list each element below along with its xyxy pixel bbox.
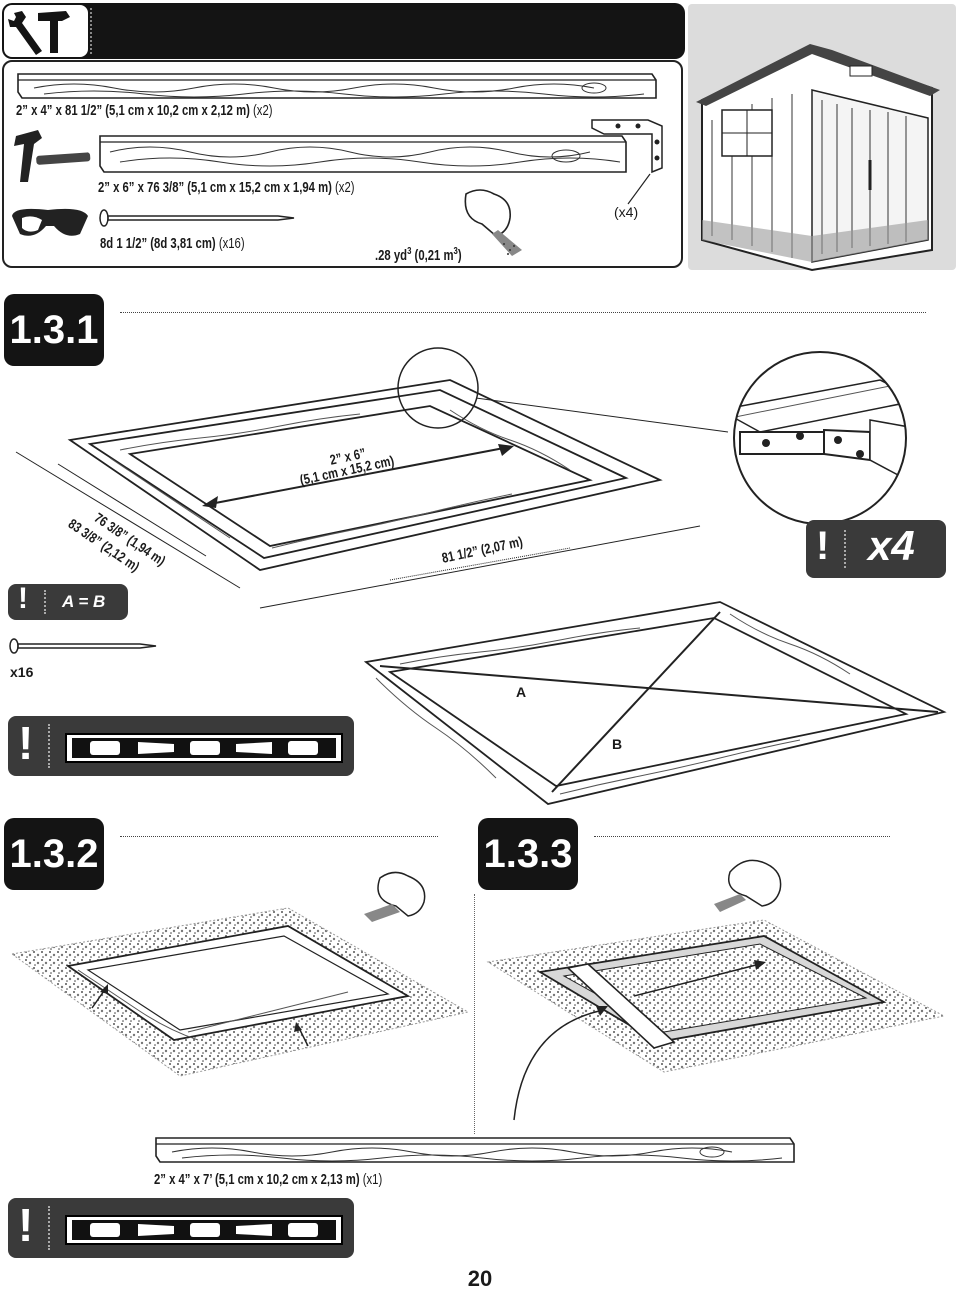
section-tab-1-3-3: 1.3.3 <box>478 818 578 890</box>
spirit-level-icon <box>65 733 343 763</box>
board-2x4-long-image <box>17 73 657 99</box>
warning-divider <box>844 530 848 568</box>
board-2x4-7ft-label: 2” x 4” x 7’ (5,1 cm x 10,2 cm x 2,13 m)… <box>154 1172 383 1188</box>
warning-icon: ! <box>18 717 34 769</box>
nail-icon <box>9 638 157 654</box>
nail-label: 8d 1 1/2” (8d 3,81 cm) (x16) <box>100 236 245 252</box>
safety-goggles-icon <box>12 208 88 236</box>
level-warning-box: ! <box>8 716 354 776</box>
corner-bracket-zoom <box>733 351 907 525</box>
a-equals-b-text: A = B <box>62 592 106 611</box>
section-divider-1-3-2 <box>120 836 438 837</box>
warning-divider <box>44 590 48 614</box>
header-bar <box>2 3 685 59</box>
board-2x6-image <box>99 135 627 173</box>
corner-bracket-icon <box>591 119 663 205</box>
level-warning-box-2: ! <box>8 1198 354 1258</box>
tools-icon-box <box>4 5 88 57</box>
board-2x6-label: 2” x 6” x 76 3/8” (5,1 cm x 15,2 cm x 1,… <box>98 180 355 196</box>
warning-divider <box>48 724 52 768</box>
diagonal-b-label: B <box>612 736 623 752</box>
warning-icon: ! <box>816 524 830 568</box>
spirit-level-icon <box>65 1215 343 1245</box>
gravel-around-frame-diagram <box>10 871 470 1077</box>
gravel-bag-icon <box>464 189 522 256</box>
hammer-icon <box>14 130 91 182</box>
warning-a-equals-b: ! A = B <box>8 582 128 620</box>
warning-divider <box>48 1206 52 1250</box>
page-number: 20 <box>467 1266 493 1291</box>
header-divider <box>90 8 94 54</box>
section-tab-1-3-1: 1.3.1 <box>4 294 104 366</box>
hammer-wrench-icon <box>8 11 70 55</box>
warning-icon: ! <box>18 1199 34 1251</box>
shed-illustration <box>696 44 940 272</box>
board-2x4-7ft-image <box>155 1137 795 1163</box>
gravel-label: .28 yd3 (0,21 m3) <box>375 246 462 264</box>
nail-icon <box>99 209 295 227</box>
nail-qty: x16 <box>10 664 34 680</box>
section-tab-1-3-2: 1.3.2 <box>4 818 104 890</box>
board-2x4-long-label: 2” x 4” x 81 1/2” (5,1 cm x 10,2 cm x 2,… <box>16 103 273 119</box>
section-divider-1-3-1 <box>120 312 926 313</box>
frame-diagram <box>15 347 729 609</box>
column-divider <box>474 894 477 1134</box>
warning-icon: ! <box>18 582 28 615</box>
section-divider-1-3-3 <box>594 836 890 837</box>
zoom-qty: x4 <box>868 522 915 569</box>
screed-gravel-diagram <box>486 859 946 1121</box>
zoom-qty-box: ! x4 <box>806 520 946 578</box>
bracket-qty: (x4) <box>614 204 639 220</box>
squared-frame-diagram <box>363 601 947 805</box>
diagonal-a-label: A <box>516 684 527 700</box>
